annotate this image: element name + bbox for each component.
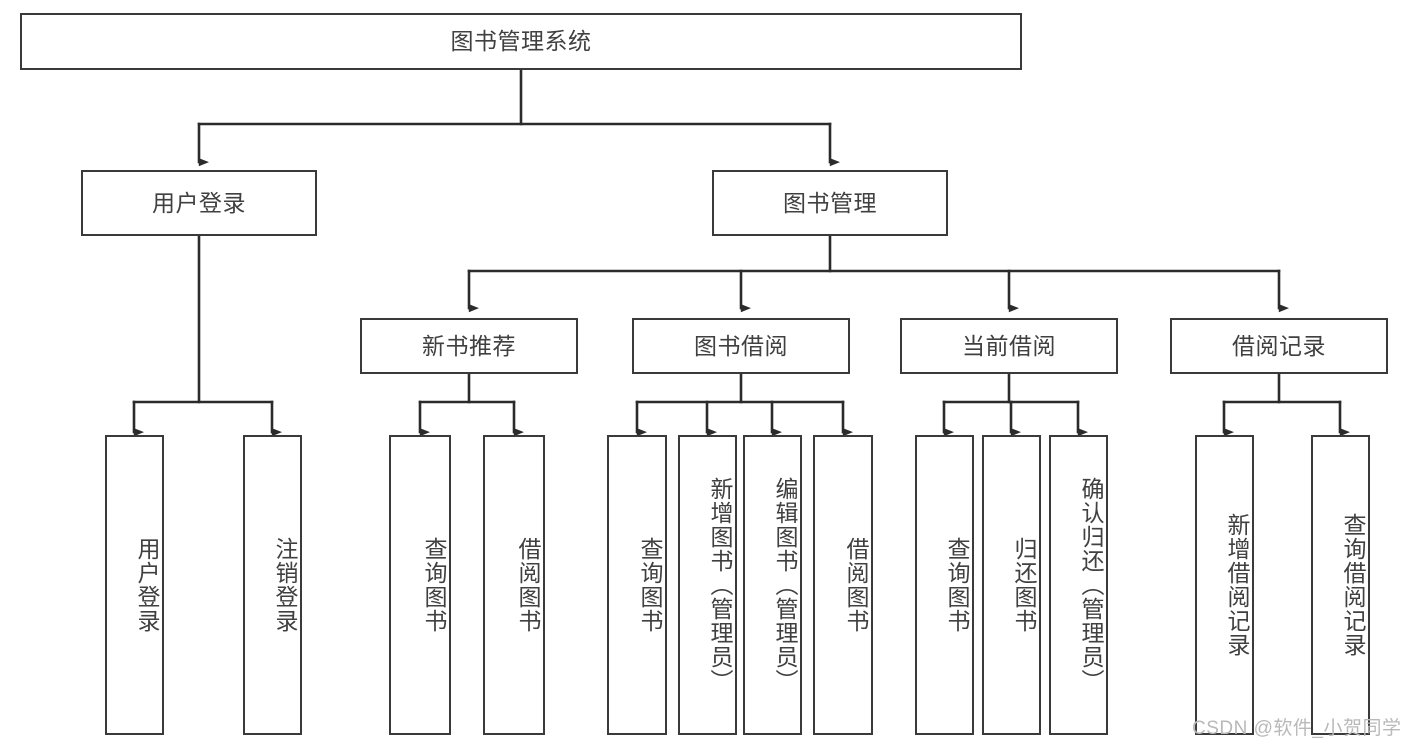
node-new-book-recommend[interactable]: 新书推荐 [360,318,578,374]
node-leaf-user-login[interactable]: 用户登录 [105,435,164,735]
node-leaf-return-book[interactable]: 归还图书 [982,435,1041,735]
node-leaf-query-book-1-label: 查询图书 [421,537,447,633]
node-leaf-add-record[interactable]: 新增借阅记录 [1195,435,1254,735]
node-book-borrow-label: 图书借阅 [694,332,788,359]
node-root[interactable]: 图书管理系统 [20,13,1022,70]
watermark-text: CSDN @软件_小贺同学 [1192,718,1402,739]
node-leaf-query-record[interactable]: 查询借阅记录 [1311,435,1370,735]
node-book-management-label: 图书管理 [783,189,877,216]
node-leaf-add-record-label: 新增借阅记录 [1224,513,1250,657]
node-current-borrow[interactable]: 当前借阅 [900,318,1118,374]
node-leaf-confirm-return[interactable]: 确认归还（管理员） [1049,435,1108,735]
node-leaf-query-book-2[interactable]: 查询图书 [607,435,667,735]
node-borrow-record-label: 借阅记录 [1232,332,1326,359]
node-book-borrow[interactable]: 图书借阅 [632,318,850,374]
node-leaf-confirm-return-label: 确认归还（管理员） [1078,477,1104,693]
node-leaf-query-book-3[interactable]: 查询图书 [915,435,974,735]
node-root-label: 图书管理系统 [450,28,592,55]
node-user-login-label: 用户登录 [152,189,246,216]
node-user-login[interactable]: 用户登录 [81,170,317,236]
node-leaf-user-logout[interactable]: 注销登录 [243,435,302,735]
node-leaf-query-record-label: 查询借阅记录 [1340,513,1366,657]
node-new-book-recommend-label: 新书推荐 [422,332,516,359]
node-leaf-edit-book[interactable]: 编辑图书（管理员） [743,435,802,735]
node-leaf-user-logout-label: 注销登录 [272,537,298,633]
node-leaf-borrow-book-2-label: 借阅图书 [843,537,869,633]
node-leaf-query-book-3-label: 查询图书 [944,537,970,633]
node-book-management[interactable]: 图书管理 [712,170,948,236]
node-leaf-add-book[interactable]: 新增图书（管理员） [678,435,737,735]
node-leaf-user-login-label: 用户登录 [134,537,160,633]
node-borrow-record[interactable]: 借阅记录 [1170,318,1388,374]
node-leaf-borrow-book-1-label: 借阅图书 [515,537,541,633]
node-leaf-query-book-2-label: 查询图书 [637,537,663,633]
node-leaf-add-book-label: 新增图书（管理员） [707,477,733,693]
node-leaf-borrow-book-1[interactable]: 借阅图书 [483,435,545,735]
node-leaf-borrow-book-2[interactable]: 借阅图书 [813,435,873,735]
node-current-borrow-label: 当前借阅 [962,332,1056,359]
node-leaf-return-book-label: 归还图书 [1011,537,1037,633]
node-leaf-edit-book-label: 编辑图书（管理员） [772,477,798,693]
node-leaf-query-book-1[interactable]: 查询图书 [389,435,451,735]
